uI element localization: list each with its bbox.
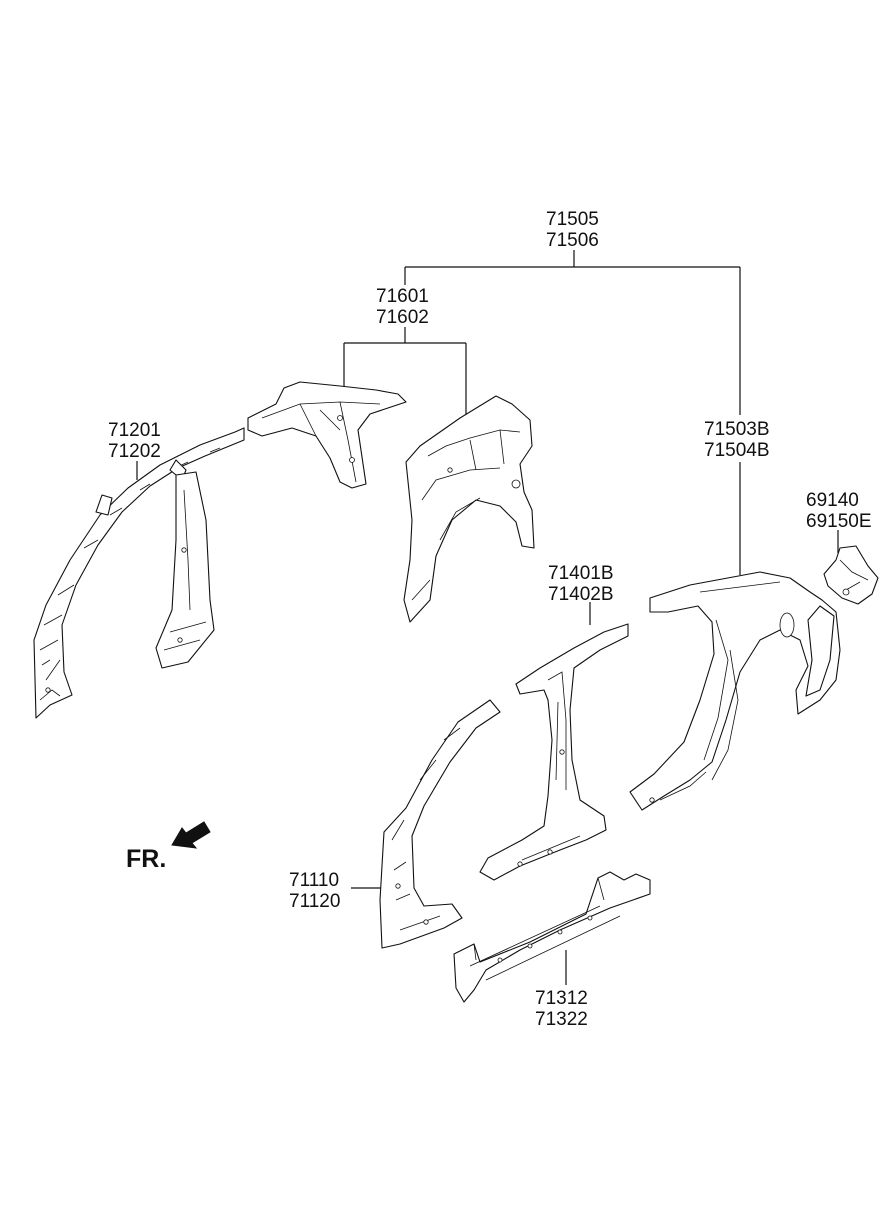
side-sill-part <box>453 871 651 1003</box>
front-inner-upper-part <box>33 427 245 719</box>
callout-71506: 71506 <box>546 230 599 251</box>
callout-71201: 71201 <box>108 420 161 441</box>
callout-71601: 71601 <box>376 286 429 307</box>
callout-71602: 71602 <box>376 307 429 328</box>
leader-lines <box>136 250 839 985</box>
callout-71312: 71312 <box>535 988 588 1009</box>
front-direction-label: FR. <box>126 845 166 873</box>
center-pillar-part <box>479 623 629 881</box>
callout-71504B: 71504B <box>704 440 770 461</box>
rear-inner-rail-part <box>247 381 407 489</box>
callout-71503B: 71503B <box>704 419 770 440</box>
callout-top-assembly: 71505 71506 <box>546 209 599 251</box>
callout-fuel-door-bracket: 69140 69150E <box>806 490 872 532</box>
callout-71110: 71110 <box>289 870 339 891</box>
callout-center-pillar: 71401B 71402B <box>548 563 614 605</box>
front-pillar-outer-part <box>379 699 501 949</box>
callout-front-inner-upper: 71201 71202 <box>108 420 161 462</box>
callout-71322: 71322 <box>535 1009 588 1030</box>
callout-71120: 71120 <box>289 891 340 912</box>
front-direction-arrow: FR. <box>126 821 211 873</box>
callout-69150E: 69150E <box>806 511 872 532</box>
callout-71505: 71505 <box>546 209 599 230</box>
callout-71401B: 71401B <box>548 563 614 584</box>
callout-rear-inner-group: 71601 71602 <box>376 286 429 328</box>
callout-front-pillar-outer: 71110 71120 <box>289 870 340 912</box>
rear-wheelhouse-part <box>403 395 535 623</box>
callout-69140: 69140 <box>806 490 859 511</box>
fuel-door-bracket-part <box>823 545 879 605</box>
callout-71402B: 71402B <box>548 584 614 605</box>
callout-quarter-panel: 71503B 71504B <box>704 419 770 461</box>
callout-side-sill: 71312 71322 <box>535 988 588 1030</box>
callout-71202: 71202 <box>108 441 161 462</box>
quarter-panel-part <box>629 571 841 811</box>
